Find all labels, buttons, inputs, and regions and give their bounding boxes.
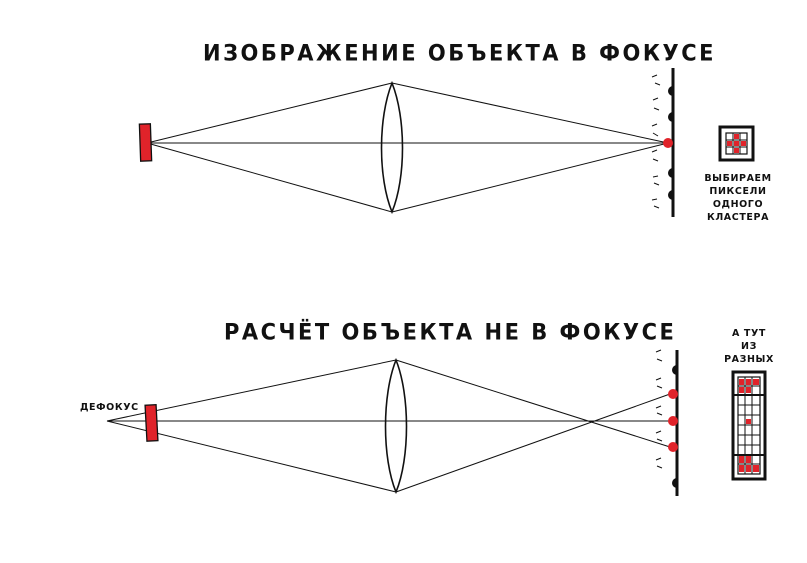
- bottom-red-points: [668, 389, 678, 452]
- bottom-note-line: А ТУТ: [732, 328, 766, 339]
- bottom-light-marks: [655, 349, 663, 469]
- bottom-rays: [106, 359, 671, 493]
- bottom-object: [144, 404, 159, 442]
- bottom-diagram-title: РАСЧЁТ ОБЪЕКТА НЕ В ФОКУСЕ: [224, 319, 677, 345]
- top-lens: [380, 80, 404, 215]
- top-sensor-pixels: [668, 86, 673, 200]
- top-diagram: [138, 68, 755, 217]
- bottom-note-line: РАЗНЫХ: [724, 354, 774, 365]
- top-diagram-title: ИЗОБРАЖЕНИЕ ОБЪЕКТА В ФОКУСЕ: [203, 40, 716, 66]
- top-note-line: ВЫБИРАЕМ: [704, 173, 772, 184]
- defocus-label: ДЕФОКУС: [80, 402, 139, 413]
- bottom-pixel-strip-icon: [731, 370, 767, 481]
- top-cluster-note: ВЫБИРАЕМ ПИКСЕЛИ ОДНОГО КЛАСТЕРА: [700, 172, 776, 224]
- bottom-note-line: ИЗ: [741, 341, 757, 352]
- top-note-line: ПИКСЕЛИ: [709, 186, 767, 197]
- bottom-lens: [384, 357, 408, 495]
- bottom-sensor-pixels: [672, 365, 677, 488]
- top-note-line: КЛАСТЕРА: [706, 212, 770, 223]
- top-light-marks: [651, 74, 661, 209]
- top-rays: [146, 82, 669, 213]
- top-note-line: ОДНОГО: [712, 199, 764, 210]
- top-object: [138, 123, 153, 162]
- top-pixel-cluster-icon: [718, 125, 755, 162]
- bottom-strip-note: А ТУТ ИЗ РАЗНЫХ: [722, 327, 776, 366]
- top-focus-point: [663, 138, 673, 148]
- bottom-diagram: [106, 349, 767, 496]
